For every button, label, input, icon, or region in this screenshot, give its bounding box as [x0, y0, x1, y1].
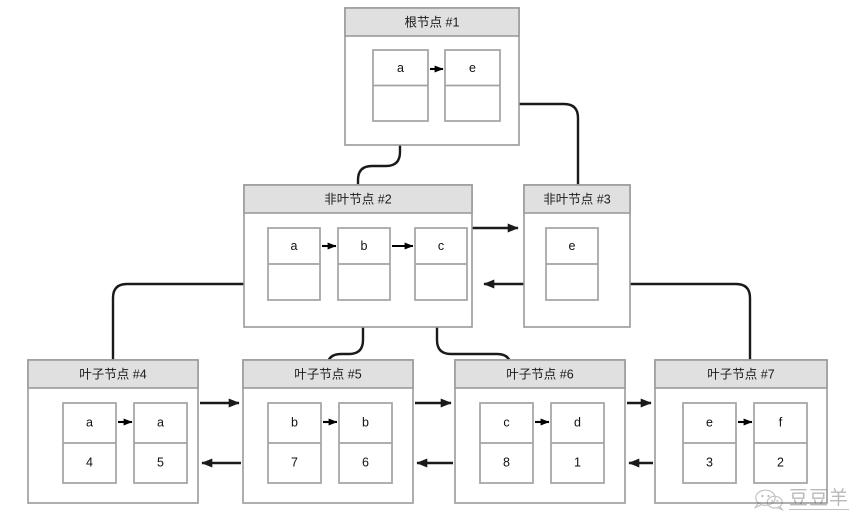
node-root-1-cell-1[interactable]: e: [444, 49, 501, 122]
connector-node2-to-leaf4: [108, 282, 293, 386]
leaf-link-4-5: [200, 398, 241, 468]
node-leaf-5-cell-1-key: b: [362, 415, 369, 429]
node-leaf-4-cell-1-value: 5: [157, 455, 164, 469]
node-root-1[interactable]: 根节点 #1 a e: [344, 7, 520, 146]
node-leaf-6-cell-0[interactable]: c 8: [479, 402, 534, 484]
node-leaf-7-cell-1-value: 2: [777, 455, 784, 469]
node-leaf-4-cell-1[interactable]: a 5: [133, 402, 188, 484]
node-root-1-cell-1-key: e: [469, 61, 476, 75]
node-internal-2-cell-0-key: a: [291, 239, 298, 253]
node-leaf-6[interactable]: 叶子节点 #6 c 8 d 1: [454, 359, 626, 504]
node-leaf-5-cell-1-value: 6: [362, 455, 369, 469]
node-leaf-4-cell-0-value: 4: [86, 455, 93, 469]
node-leaf-7-cell-0[interactable]: e 3: [682, 402, 737, 484]
node-leaf-4-cell-0[interactable]: a 4: [62, 402, 117, 484]
node-leaf-7-cell-1-key: f: [779, 415, 783, 429]
node-root-1-cell-0[interactable]: a: [372, 49, 429, 122]
node-leaf-7-cell-0-key: e: [706, 415, 713, 429]
node-leaf-4-cell-1-key: a: [157, 415, 164, 429]
node-internal-3-cell-0-key: e: [569, 239, 576, 253]
leaf-link-5-6: [415, 398, 453, 468]
node-leaf-7-label: 叶子节点 #7: [707, 367, 774, 381]
node-internal-3-cell-0[interactable]: e: [545, 227, 599, 301]
node-leaf-7[interactable]: 叶子节点 #7 e 3 f 2: [654, 359, 828, 504]
node-leaf-6-cell-0-value: 8: [503, 455, 510, 469]
node-internal-2[interactable]: 非叶节点 #2 a b c: [243, 184, 473, 328]
node-internal-2-cell-2-key: c: [438, 239, 444, 253]
node-root-1-label: 根节点 #1: [405, 15, 460, 29]
node-leaf-5-cell-0-key: b: [291, 415, 298, 429]
connector-root-to-node3: [461, 102, 583, 211]
node-leaf-7-cell-0-value: 3: [706, 455, 713, 469]
node-leaf-4[interactable]: 叶子节点 #4 a 4 a 5: [27, 359, 199, 504]
node-leaf-5-label: 叶子节点 #5: [294, 367, 361, 381]
node-leaf-4-cell-0-key: a: [86, 415, 93, 429]
node-leaf-6-cell-1-key: d: [574, 415, 581, 429]
node-leaf-6-cell-0-key: c: [503, 415, 509, 429]
connector-node3-to-leaf7: [572, 282, 755, 386]
node-leaf-5[interactable]: 叶子节点 #5 b 7 b 6: [242, 359, 414, 504]
node-root-1-cell-0-key: a: [397, 61, 404, 75]
node-leaf-5-cell-1[interactable]: b 6: [338, 402, 393, 484]
node-internal-2-cell-1-key: b: [361, 239, 368, 253]
node-leaf-5-cell-0[interactable]: b 7: [267, 402, 322, 484]
node-internal-2-cell-1[interactable]: b: [337, 227, 391, 301]
node-leaf-4-label: 叶子节点 #4: [79, 367, 146, 381]
node-internal-3[interactable]: 非叶节点 #3 e: [523, 184, 631, 328]
node-internal-2-cell-0[interactable]: a: [267, 227, 321, 301]
node-leaf-6-label: 叶子节点 #6: [506, 367, 573, 381]
node-leaf-7-cell-1[interactable]: f 2: [753, 402, 808, 484]
connector-root-to-node2: [353, 104, 402, 211]
node-internal-2-cell-2[interactable]: c: [414, 227, 468, 301]
node-leaf-6-cell-1-value: 1: [574, 455, 581, 469]
node-leaf-5-cell-0-value: 7: [291, 455, 298, 469]
node-leaf-6-cell-1[interactable]: d 1: [550, 402, 605, 484]
leaf-link-6-7: [627, 398, 653, 468]
node-internal-2-label: 非叶节点 #2: [324, 192, 391, 206]
node-internal-3-label: 非叶节点 #3: [543, 192, 610, 206]
